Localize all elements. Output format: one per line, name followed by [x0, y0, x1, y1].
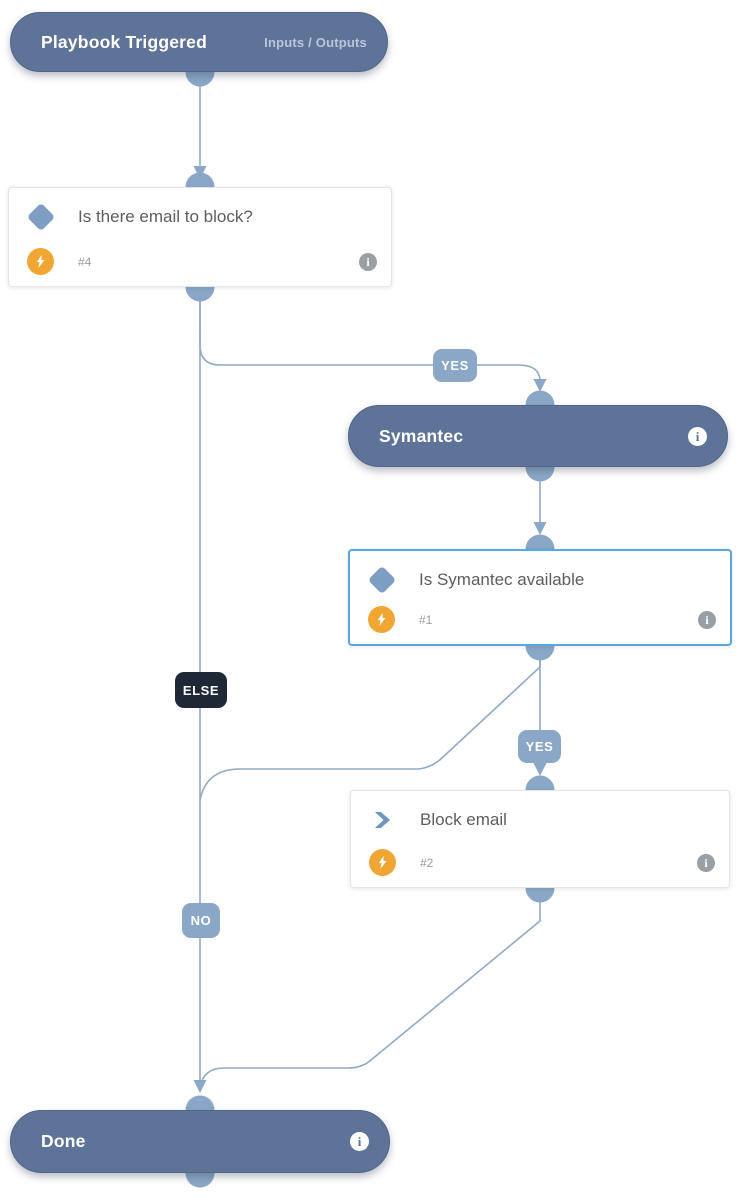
node-playbook-triggered[interactable]: Playbook Triggered Inputs / Outputs: [10, 12, 388, 72]
edge-cond-symantec-no: [199, 660, 541, 801]
edge-label-yes-email[interactable]: YES: [433, 349, 477, 382]
node-task-block-email[interactable]: Block email #2 i: [350, 790, 730, 888]
task-id: #1: [419, 612, 433, 627]
info-icon[interactable]: i: [350, 1132, 369, 1151]
node-title: Done: [41, 1131, 86, 1151]
condition-diamond-icon: [26, 202, 55, 231]
inputs-outputs-link[interactable]: Inputs / Outputs: [264, 34, 367, 50]
edge-label-yes-symantec[interactable]: YES: [518, 730, 561, 763]
card-footer-row: #1 i: [368, 606, 716, 633]
card-title-row: Block email: [351, 791, 729, 833]
info-icon[interactable]: i: [698, 610, 716, 629]
automation-lightning-icon: [368, 606, 395, 633]
card-title-row: Is Symantec available: [350, 551, 730, 594]
arrowhead: [533, 522, 547, 535]
card-title-row: Is there email to block?: [9, 188, 391, 231]
arrowhead: [193, 1080, 207, 1093]
node-cond-is-there-email-to-block[interactable]: Is there email to block? #4 i: [8, 187, 392, 287]
task-id: #2: [420, 855, 434, 870]
node-cond-is-symantec-available[interactable]: Is Symantec available #1 i: [348, 549, 732, 646]
edge-label-else-email[interactable]: ELSE: [175, 672, 227, 708]
condition-diamond-icon: [367, 565, 396, 594]
node-section-done[interactable]: Done i: [10, 1110, 390, 1173]
node-section-symantec[interactable]: Symantec i: [348, 405, 728, 467]
arrowhead: [533, 763, 547, 776]
card-footer-row: #2 i: [369, 849, 715, 876]
edge-label-no-symantec[interactable]: NO: [182, 903, 220, 938]
edge-cond-email-yes: [199, 301, 541, 382]
automation-lightning-icon: [27, 248, 54, 275]
task-chevron-right-icon: [369, 806, 396, 833]
task-id: #4: [78, 254, 92, 269]
node-title: Symantec: [379, 425, 464, 446]
automation-lightning-icon: [369, 849, 396, 876]
info-icon[interactable]: i: [359, 252, 377, 271]
info-icon[interactable]: i: [688, 426, 707, 446]
card-footer-row: #4 i: [27, 248, 377, 275]
node-title: Is Symantec available: [419, 569, 585, 589]
info-icon[interactable]: i: [697, 853, 715, 872]
node-title: Is there email to block?: [78, 206, 253, 226]
edge-block-email-to-done: [199, 902, 541, 1089]
node-title: Block email: [420, 809, 507, 829]
arrowhead: [193, 166, 207, 179]
node-title: Playbook Triggered: [41, 31, 208, 52]
arrowhead: [533, 379, 547, 392]
